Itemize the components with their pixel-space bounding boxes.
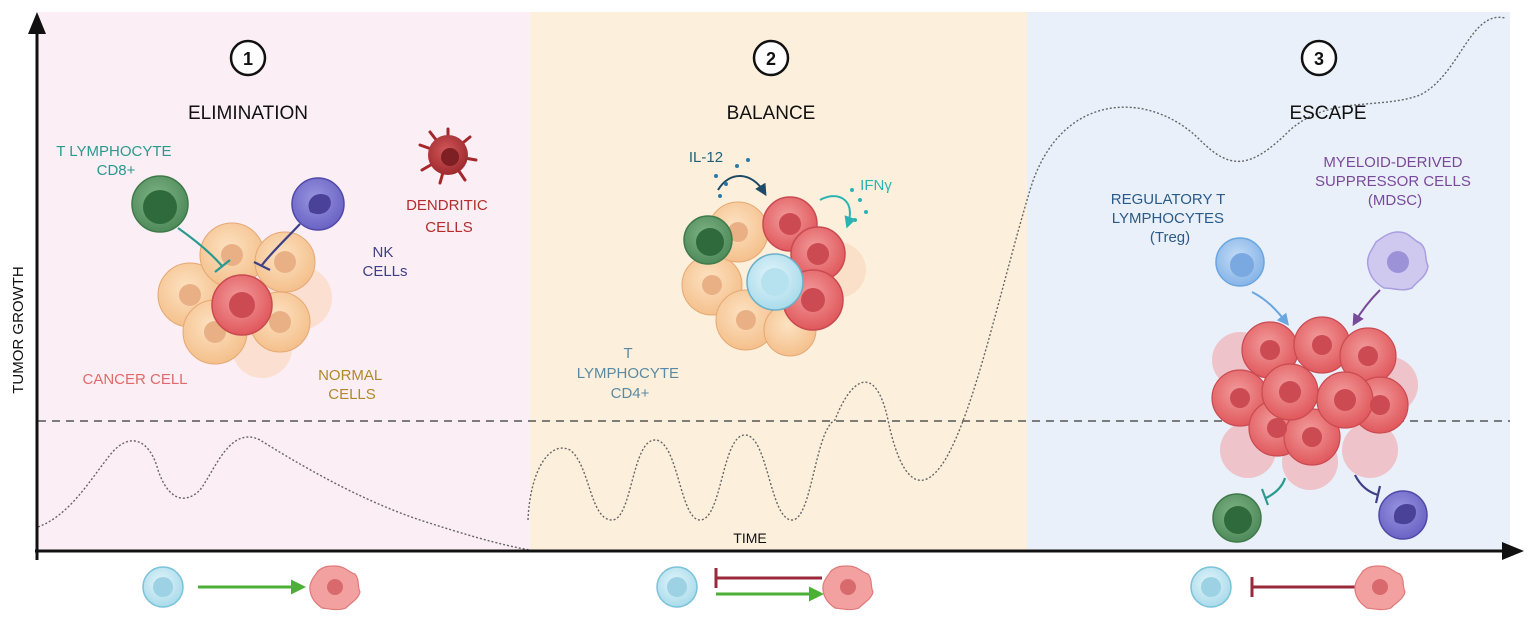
escape-inhibition-arrow-icon [1260,474,1382,506]
phase-3-title: ESCAPE [1289,103,1366,124]
phase-3-background [1027,12,1510,552]
y-axis-label: TUMOR GROWTH [10,266,27,393]
ifn-label: IFNγ [860,177,892,194]
dendritic-cell-icon [418,127,478,185]
ifn-cytokine-icon [819,188,868,229]
t-cd4-label-line-2: LYMPHOCYTE [577,365,679,382]
mdsc-label: MYELOID-DERIVED SUPPRESSOR CELLS (MDSC) [1315,154,1475,209]
mdsc-cell-icon [1366,231,1429,291]
normal-cells-label-line-2: CELLS [328,386,376,403]
t-cd4-label-line-1: T [623,345,632,362]
phase-2-title: BALANCE [727,103,816,124]
growth-curve [37,16,1506,551]
il12-cytokine-icon [714,158,767,198]
treg-label-line-1: REGULATORY T [1111,191,1225,208]
x-axis-arrow-icon [1502,542,1524,560]
escape-tumor-cluster [1211,316,1418,490]
balance-cd8-t-cell-icon [683,215,733,265]
phase-3-header: 3 ESCAPE [1289,39,1367,124]
mdsc-label-line-2: SUPPRESSOR CELLS [1315,173,1471,190]
t-cd4-label-line-3: CD4+ [611,385,650,402]
t-cd4-label: T LYMPHOCYTE CD4+ [577,345,683,402]
mdsc-label-line-3: (MDSC) [1368,192,1422,209]
dendritic-label-line-2: CELLS [425,219,473,236]
normal-cells-label-line-1: NORMAL [318,367,382,384]
cancer-cell-label: CANCER CELL [82,371,187,388]
cd8-t-cell-icon [131,175,189,233]
mdsc-label-line-1: MYELOID-DERIVED [1323,154,1462,171]
tumor-cell-icon-2 [822,565,874,611]
mdsc-arrow-icon [1352,289,1381,327]
phase-1-header: 1 ELIMINATION [188,39,308,124]
legend-escape [1190,565,1406,611]
t-cd8-label-line-2: CD8+ [97,162,136,179]
phase-1-number: 1 [243,49,253,69]
t-cd8-label: T LYMPHOCYTE CD8+ [56,143,175,179]
dendritic-label: DENDRITIC CELLS [406,197,492,236]
phase-2-number: 2 [766,49,776,69]
suppressed-cd8-t-cell-icon [1212,493,1262,543]
dendritic-label-line-1: DENDRITIC [406,197,488,214]
il12-label: IL-12 [689,149,723,166]
legend-balance [656,565,874,611]
balance-tumor-cluster [681,196,866,357]
phase-3-number: 3 [1314,49,1324,69]
phase-1-title: ELIMINATION [188,103,308,124]
nk-cell-icon [291,177,345,231]
treg-arrow-icon [1251,291,1289,326]
suppressed-nk-cell-icon [1378,490,1428,540]
tumor-cell-icon-3 [1354,565,1406,611]
tumor-cell-icon [309,565,361,611]
nk-label-line-2: CELLs [362,263,407,280]
x-axis-label: TIME [733,530,766,546]
normal-cells-label: NORMAL CELLS [318,367,386,403]
inhibition-arrow-icon [177,223,301,273]
nk-label-line-1: NK [372,244,393,261]
elimination-tumor-cluster [157,222,332,378]
legend-elimination [142,565,361,611]
nk-label: NK CELLs [362,244,407,280]
treg-label-line-2: LYMPHOCYTES [1112,210,1224,227]
phase-2-header: 2 BALANCE [727,39,816,124]
treg-label: REGULATORY T LYMPHOCYTES (Treg) [1111,191,1229,246]
treg-cell-icon [1215,237,1265,287]
y-axis-arrow-icon [28,12,46,34]
t-cd8-label-line-1: T LYMPHOCYTE [56,143,171,160]
treg-label-line-3: (Treg) [1150,229,1190,246]
